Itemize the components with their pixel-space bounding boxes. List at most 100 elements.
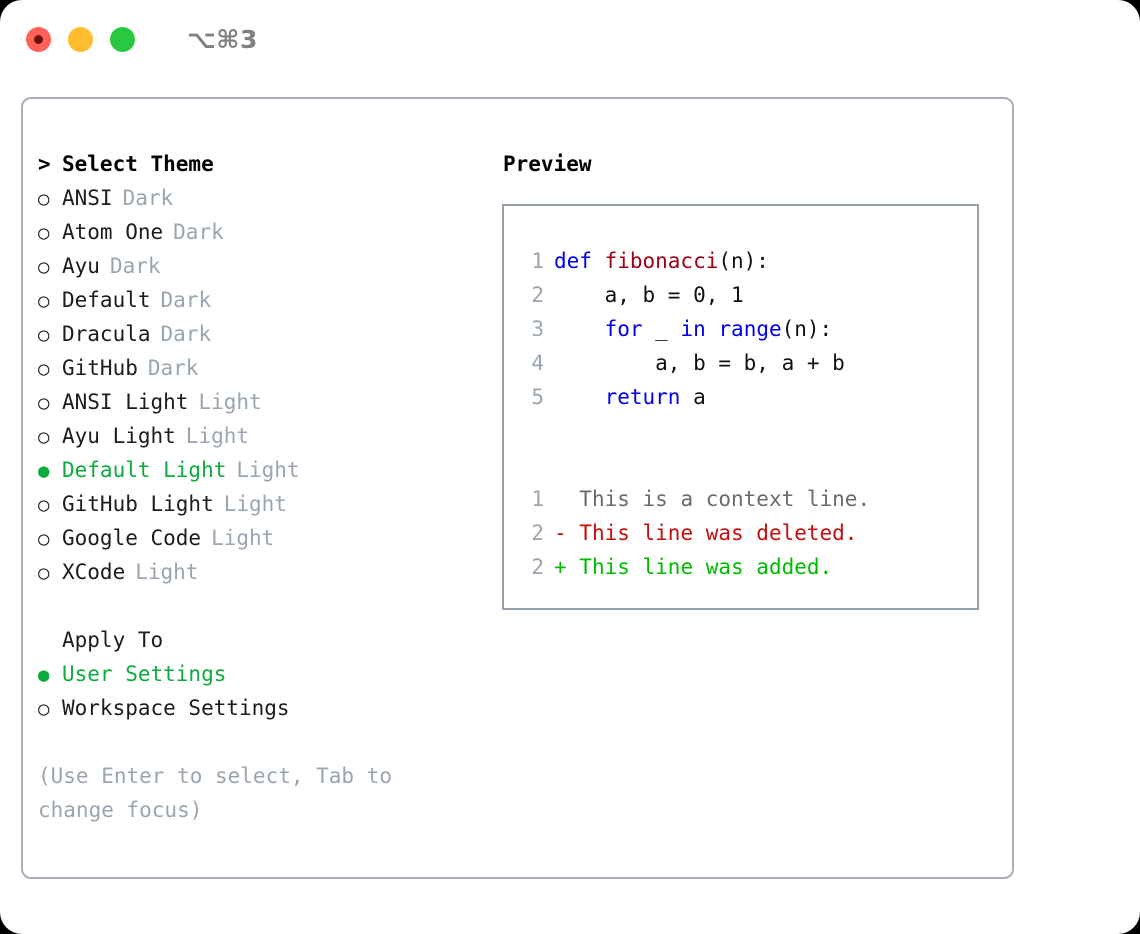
theme-item-ansi-light[interactable]: ○ ANSI Light Light [38,385,508,419]
diff-line-context: 1 This is a context line. [518,482,971,516]
theme-list-title: Select Theme [62,152,214,176]
code-token-text: a, b = b, a + b [554,351,845,375]
code-token-keyword: in [680,317,706,341]
theme-item-tag: Dark [147,356,199,380]
theme-item-label: ANSI Light [62,390,189,414]
theme-item-xcode[interactable]: ○ XCode Light [38,555,508,589]
theme-item-google-code[interactable]: ○ Google Code Light [38,521,508,555]
theme-item-label: XCode [62,560,126,584]
preview-code-content: 1 def fibonacci (n): 2 a, b = 0, 1 3 [518,244,971,584]
theme-item-label: GitHub Light [62,492,214,516]
radio-unselected-icon: ○ [38,290,50,312]
radio-unselected-icon: ○ [38,698,50,720]
radio-selected-icon: ● [38,460,50,482]
theme-item-tag: Dark [122,186,174,210]
preview-code-box: 1 def fibonacci (n): 2 a, b = 0, 1 3 [502,204,979,610]
apply-to-section-header: Apply To [38,623,508,657]
code-blank-line [518,414,971,448]
code-token-keyword: def [554,249,605,273]
preview-column: Preview 1 def fibonacci (n): 2 a, b = 0,… [502,147,1002,610]
theme-item-ansi-dark[interactable]: ○ ANSI Dark [38,181,508,215]
diff-line-deleted: 2 - This line was deleted. [518,516,971,550]
code-line: 3 for _ in range (n): [518,312,971,346]
radio-unselected-icon: ○ [38,392,50,414]
diff-text: This line was added. [566,555,833,579]
line-number: 2 [531,555,544,579]
diff-text: This line was deleted. [566,521,858,545]
theme-item-default-light[interactable]: ● Default Light Light [38,453,508,487]
close-window-button[interactable] [26,26,51,52]
code-line: 5 return a [518,380,971,414]
radio-unselected-icon: ○ [38,426,50,448]
diff-line-added: 2 + This line was added. [518,550,971,584]
theme-item-label: Default [62,288,151,312]
radio-unselected-icon: ○ [38,528,50,550]
theme-item-tag: Light [211,526,275,550]
theme-item-label: Default Light [62,458,227,482]
theme-item-tag: Dark [173,220,224,244]
keyboard-hint-text: (Use Enter to select, Tab to change focu… [38,764,393,822]
apply-to-option-label: User Settings [62,662,227,686]
radio-unselected-icon: ○ [38,358,50,380]
theme-item-default-dark[interactable]: ○ Default Dark [38,283,508,317]
preview-title: Preview [503,152,592,176]
minimize-window-button[interactable] [68,26,93,52]
theme-item-dracula-dark[interactable]: ○ Dracula Dark [38,317,508,351]
theme-item-label: GitHub [62,356,138,380]
hint-spacer [38,725,508,759]
code-token-builtin: range [718,317,782,341]
maximize-window-button[interactable] [110,26,135,52]
theme-item-atom-one-dark[interactable]: ○ Atom One Dark [38,215,508,249]
theme-item-tag: Light [135,560,199,584]
line-number: 2 [531,521,544,545]
theme-item-tag: Dark [109,254,161,278]
code-token-text: (n): [781,317,833,341]
radio-unselected-icon: ○ [38,562,50,584]
list-spacer [38,589,508,623]
apply-to-option-workspace-settings[interactable]: ○ Workspace Settings [38,691,508,725]
theme-list-column: > Select Theme ○ ANSI Dark ○ Atom One Da… [38,147,508,827]
code-token-text: a [680,385,706,409]
theme-item-github-dark[interactable]: ○ GitHub Dark [38,351,508,385]
code-line: 4 a, b = b, a + b [518,346,971,380]
apply-to-title: Apply To [62,628,164,652]
theme-selector-panel: > Select Theme ○ ANSI Dark ○ Atom One Da… [21,97,1014,879]
theme-item-tag: Light [236,458,300,482]
code-token-text [706,312,719,346]
theme-item-label: ANSI [62,186,113,210]
diff-sign [554,482,567,516]
apply-to-option-label: Workspace Settings [62,696,290,720]
code-token-function: fibonacci [604,249,719,273]
theme-item-label: Google Code [62,526,202,550]
theme-item-ayu-light[interactable]: ○ Ayu Light Light [38,419,508,453]
radio-unselected-icon: ○ [38,494,50,516]
theme-item-label: Atom One [62,220,164,244]
line-number: 1 [531,249,544,273]
traffic-light-buttons [26,26,135,52]
radio-selected-icon: ● [38,664,50,686]
line-number: 5 [531,385,544,409]
code-token-text: (n): [718,249,769,273]
apply-to-marker-spacer [38,623,62,657]
theme-item-label: Dracula [62,322,151,346]
code-token-keyword: for [604,317,643,341]
code-token-text [554,380,605,414]
diff-sign: - [554,521,567,545]
theme-item-ayu-dark[interactable]: ○ Ayu Dark [38,249,508,283]
theme-item-tag: Dark [160,322,212,346]
apply-to-option-user-settings[interactable]: ● User Settings [38,657,508,691]
theme-item-tag: Light [198,390,262,414]
theme-item-github-light[interactable]: ○ GitHub Light Light [38,487,508,521]
code-line: 1 def fibonacci (n): [518,244,971,278]
theme-item-tag: Light [185,424,250,448]
code-line: 2 a, b = 0, 1 [518,278,971,312]
theme-item-label: Ayu Light [62,424,176,448]
caret-icon: > [38,152,51,176]
line-number: 2 [531,283,544,307]
window-titlebar: ⌥⌘3 [0,0,1140,78]
theme-item-tag: Light [223,492,287,516]
theme-item-tag: Dark [160,288,212,312]
line-number: 4 [531,351,544,375]
radio-unselected-icon: ○ [38,256,50,278]
